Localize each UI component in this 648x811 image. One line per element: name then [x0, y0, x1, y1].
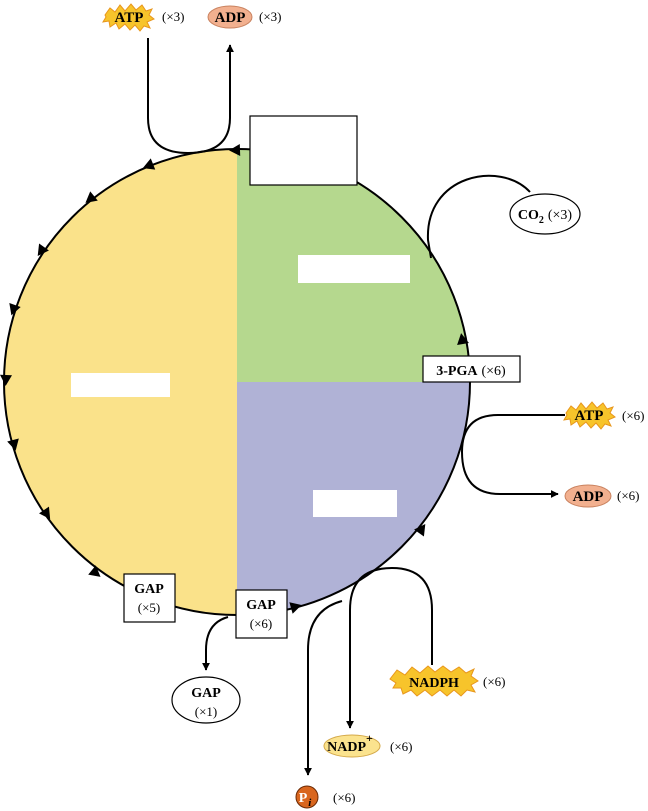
regeneration-arrowheads — [0, 144, 241, 577]
co2-input-curve — [426, 174, 531, 259]
arc-arrowhead — [414, 523, 426, 537]
co2-subscript: 2 — [539, 215, 544, 226]
arc-arrowhead — [7, 438, 19, 451]
adp-top-ellipse — [207, 5, 253, 29]
pi-text: Pi — [299, 791, 313, 809]
co2-ellipse — [509, 193, 581, 235]
pga-count: (×6) — [481, 364, 506, 379]
nadp-badge: NADP+ — [323, 731, 381, 758]
blank-label-regeneration — [71, 373, 170, 397]
nadph-count: (×6) — [483, 674, 506, 689]
atp-top-count: (×3) — [162, 9, 185, 24]
arc-arrowhead — [9, 303, 21, 316]
nadph-burst-icon — [389, 665, 479, 697]
pi-circle — [295, 785, 319, 809]
blank-label-fixation — [298, 255, 410, 283]
pga-label: 3-PGA — [436, 364, 478, 379]
arc-arrowhead — [229, 144, 241, 156]
adp-right-label: ADP — [573, 489, 604, 505]
atp-burst-icon — [563, 401, 616, 430]
gap6-count: (×6) — [250, 616, 273, 631]
nadp-label: NADP — [327, 740, 366, 755]
gap5-box — [123, 573, 176, 623]
gap-output-curve — [202, 616, 229, 671]
adp-top-count: (×3) — [259, 9, 282, 24]
atp-right-label: ATP — [575, 408, 604, 424]
atp-right-input-curve — [460, 414, 565, 498]
adp-right-badge: ADP — [564, 484, 612, 508]
co2-count: (×3) — [548, 208, 573, 223]
nadph-input-curve — [346, 566, 433, 729]
nadph-label: NADPH — [409, 676, 459, 691]
gap1-label: GAP — [191, 686, 221, 701]
adp-right-count: (×6) — [617, 488, 640, 503]
nadp-text: NADP+ — [327, 731, 373, 755]
arc-arrowhead — [37, 243, 49, 257]
pi-subscript: i — [308, 797, 312, 809]
arc-arrowhead — [457, 333, 469, 346]
nadp-superscript: + — [366, 731, 373, 745]
pi-label: P — [299, 791, 308, 806]
atp-burst-icon — [102, 3, 155, 32]
arc-arrowhead — [0, 374, 12, 386]
arc-arrowhead — [88, 565, 101, 577]
co2-label: CO — [518, 208, 539, 223]
arc-arrowhead — [85, 191, 98, 203]
gap5-label: GAP — [134, 582, 164, 597]
gap6-label: GAP — [246, 598, 276, 613]
pi-badge: Pi — [295, 785, 319, 809]
adp-top-badge: ADP — [207, 5, 253, 29]
gap6-box — [235, 589, 288, 639]
nadp-count: (×6) — [390, 739, 413, 754]
adp-top-label: ADP — [215, 10, 246, 26]
arc-arrowhead — [142, 158, 156, 170]
pi-count: (×6) — [333, 790, 356, 805]
pga-box — [422, 355, 521, 383]
atp-top-label: ATP — [115, 10, 144, 26]
adp-right-ellipse — [564, 484, 612, 508]
gap1-ellipse — [171, 676, 241, 724]
nadp-ellipse — [323, 734, 381, 758]
pga-text: 3-PGA(×6) — [436, 364, 506, 379]
gap1-count: (×1) — [195, 704, 218, 719]
atp-right-badge: ATP — [563, 401, 616, 430]
blank-label-reduction — [313, 490, 397, 517]
atp-top-badge: ATP — [102, 3, 155, 32]
arc-arrowhead — [39, 506, 51, 520]
atp-right-count: (×6) — [622, 408, 645, 423]
nadph-badge: NADPH — [389, 665, 479, 697]
pi-output-curve — [304, 600, 343, 776]
atp-top-input-curve — [147, 38, 234, 155]
blank-label-top — [249, 115, 358, 186]
co2-text: CO2 (×3) — [518, 208, 573, 226]
gap5-count: (×5) — [138, 600, 161, 615]
arc-arrowhead — [289, 602, 302, 614]
